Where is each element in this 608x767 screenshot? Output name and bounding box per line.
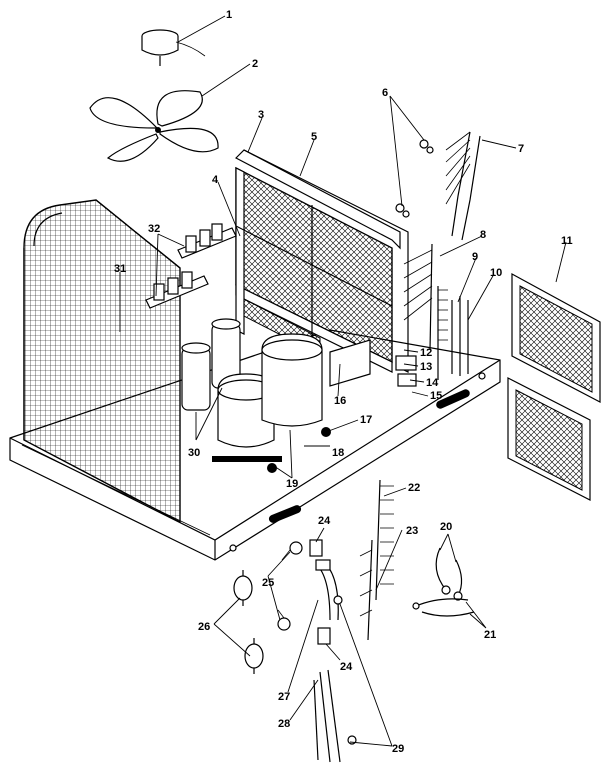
- fan-blade: [89, 90, 219, 162]
- callout-9: 9: [472, 251, 478, 263]
- callout-21: 21: [484, 629, 496, 641]
- callout-2: 2: [252, 58, 258, 70]
- tube-9-10: [451, 296, 469, 376]
- callout-25: 25: [262, 577, 274, 589]
- callout-31: 31: [114, 263, 126, 275]
- contactor-lower: [145, 271, 209, 309]
- line-27: [315, 559, 339, 621]
- callout-14: 14: [426, 377, 439, 389]
- callout-27: 27: [278, 691, 290, 703]
- callout-15: 15: [430, 390, 442, 402]
- line-28: [313, 669, 341, 763]
- manifold-22: [375, 479, 394, 601]
- callout-24-upper: 24: [318, 515, 331, 527]
- callout-19: 19: [286, 478, 298, 490]
- callout-12: 12: [420, 347, 432, 359]
- callout-10: 10: [490, 267, 502, 279]
- callout-28: 28: [278, 718, 290, 730]
- callout-32: 32: [148, 223, 160, 235]
- callout-29: 29: [392, 743, 404, 755]
- callout-3: 3: [258, 109, 264, 121]
- contactor-upper: [177, 223, 237, 259]
- callout-26: 26: [198, 621, 210, 633]
- leader-lines: [119, 15, 567, 747]
- callout-13: 13: [420, 361, 432, 373]
- callout-16: 16: [334, 395, 346, 407]
- callout-11: 11: [561, 235, 573, 247]
- callout-30: 30: [188, 447, 200, 459]
- fan-motor: [141, 29, 206, 66]
- compressor-left: [212, 373, 282, 462]
- callout-4: 4: [212, 174, 219, 186]
- switch-25: [277, 541, 303, 631]
- distributor-12-15: [395, 286, 448, 387]
- wire-harness-8: [403, 243, 433, 351]
- valve-24-lower: [317, 627, 331, 645]
- callout-17: 17: [360, 414, 372, 426]
- callout-labels: 1 2 3 4 5 6 7 8 9 10 11 12 13 14 15 16 1…: [114, 9, 573, 755]
- callout-18: 18: [332, 447, 344, 459]
- condenser-coil-left: [23, 199, 181, 524]
- tube-23: [359, 539, 373, 641]
- drier-26: [233, 570, 264, 674]
- callout-6: 6: [382, 87, 388, 99]
- bracket-16: [329, 339, 371, 387]
- side-panel-upper: [511, 272, 601, 403]
- valve-24-upper: [309, 539, 323, 557]
- callout-1: 1: [226, 9, 232, 21]
- compressor-right: [261, 333, 331, 473]
- side-panel-lower: [507, 377, 591, 501]
- callout-20: 20: [440, 521, 452, 533]
- fitting-20: [435, 547, 463, 601]
- fitting-21: [412, 598, 475, 617]
- callout-24-lower: 24: [340, 661, 353, 673]
- wire-harness-7: [445, 131, 481, 241]
- callout-5: 5: [311, 131, 317, 143]
- callout-23: 23: [406, 525, 418, 537]
- callout-22: 22: [408, 482, 420, 494]
- callout-8: 8: [480, 229, 486, 241]
- capacitor-left: [181, 342, 211, 411]
- callout-7: 7: [518, 143, 524, 155]
